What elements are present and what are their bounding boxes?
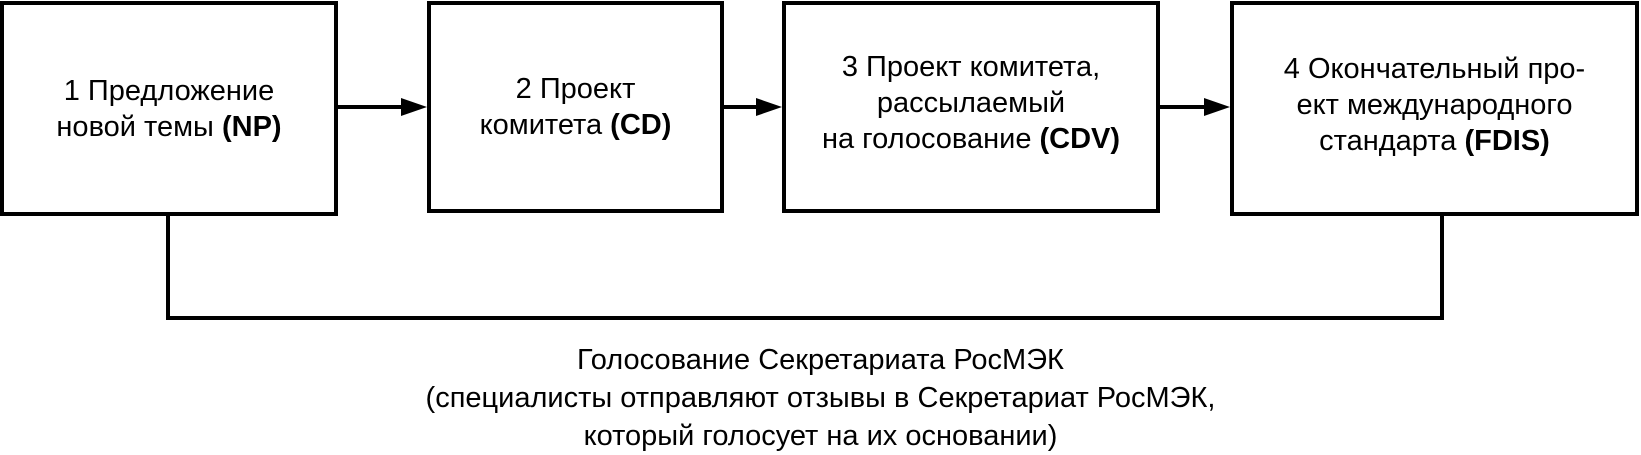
stage-code: (FDIS) [1464,124,1550,157]
stage-text-line: 3 Проект комитета, [822,49,1120,85]
stage-text-line: рассылаемый [822,85,1120,121]
stage-text-line: новой темы (NP) [56,109,281,145]
stage-label: на голосование [821,123,1040,155]
caption-line-1: Голосование Секретариата РосМЭК [577,344,1064,376]
arrowhead-1-2 [401,98,427,116]
stage-code: (CD) [610,109,672,141]
stage-label: ект международного [1296,88,1573,121]
stage-text-line: 1 Предложение [56,73,281,109]
stage-code: (NP) [221,110,282,143]
stage-label: 4 Окончательный про- [1283,52,1586,85]
stage-text-line: на голосование (CDV) [822,121,1120,157]
stage-label: 2 Проект [515,73,636,105]
stage-text-line: стандарта (FDIS) [1284,123,1585,159]
stage-label: стандарта [1319,124,1465,157]
caption-line-2: (специалисты отправляют отзывы в Секрета… [425,382,1216,414]
stage-label: комитета [479,109,611,141]
stage-label: новой темы [56,110,222,143]
voting-caption: Голосование Секретариата РосМЭК (специал… [0,341,1641,455]
feedback-loop [166,216,1444,320]
stage-text-line: ект международного [1284,87,1585,123]
arrowhead-2-3 [756,98,782,116]
stage-text-line: 2 Проект [480,71,672,107]
stage-text-line: 4 Окончательный про- [1284,51,1585,87]
stage-code: (CDV) [1039,123,1121,155]
caption-line-3: который голосует на их основании) [583,420,1058,452]
arrowhead-3-4 [1204,98,1230,116]
stage-label: 3 Проект комитета, [841,51,1101,83]
stage-text-line: комитета (CD) [480,107,672,143]
stage-label: 1 Предложение [63,74,275,107]
stage-label: рассылаемый [876,87,1066,119]
